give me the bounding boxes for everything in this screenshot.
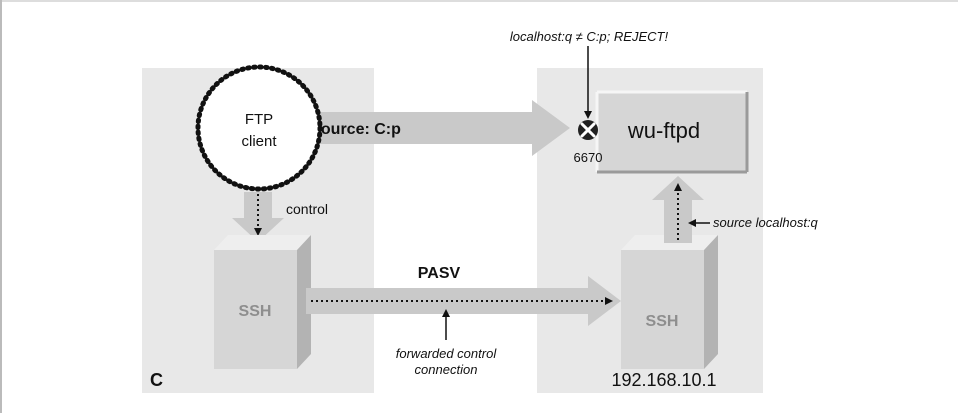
x-circle-icon — [578, 120, 598, 140]
pasv-label: PASV — [418, 265, 461, 282]
ftp-client-node: FTP client — [195, 64, 323, 192]
ftp-client-label-line1: FTP — [245, 111, 273, 128]
wu-ftpd-box: wu-ftpd — [595, 90, 749, 174]
control-arrow — [232, 192, 284, 242]
source-cp-arrow — [306, 100, 570, 156]
ssh-server-box: SSH — [621, 235, 718, 369]
ssh-client-label: SSH — [239, 303, 272, 320]
ssh-client-box: SSH — [214, 235, 311, 369]
server-label: wu-ftpd — [627, 118, 700, 143]
port-label: 6670 — [574, 150, 603, 165]
source-cp-label: source: C:p — [312, 121, 401, 138]
ftp-client-label-line2: client — [241, 133, 277, 150]
ssh-server-label: SSH — [646, 313, 679, 330]
client-host-label: C — [150, 370, 163, 390]
forwarded-label-line1: forwarded control — [396, 346, 498, 361]
reject-label: localhost:q ≠ C:p; REJECT! — [510, 29, 669, 44]
forwarded-label-line2: connection — [415, 362, 478, 377]
source-localhost-label: source localhost:q — [713, 215, 819, 230]
control-label: control — [286, 201, 328, 217]
pasv-arrow — [306, 276, 621, 326]
server-host-label: 192.168.10.1 — [611, 370, 716, 390]
